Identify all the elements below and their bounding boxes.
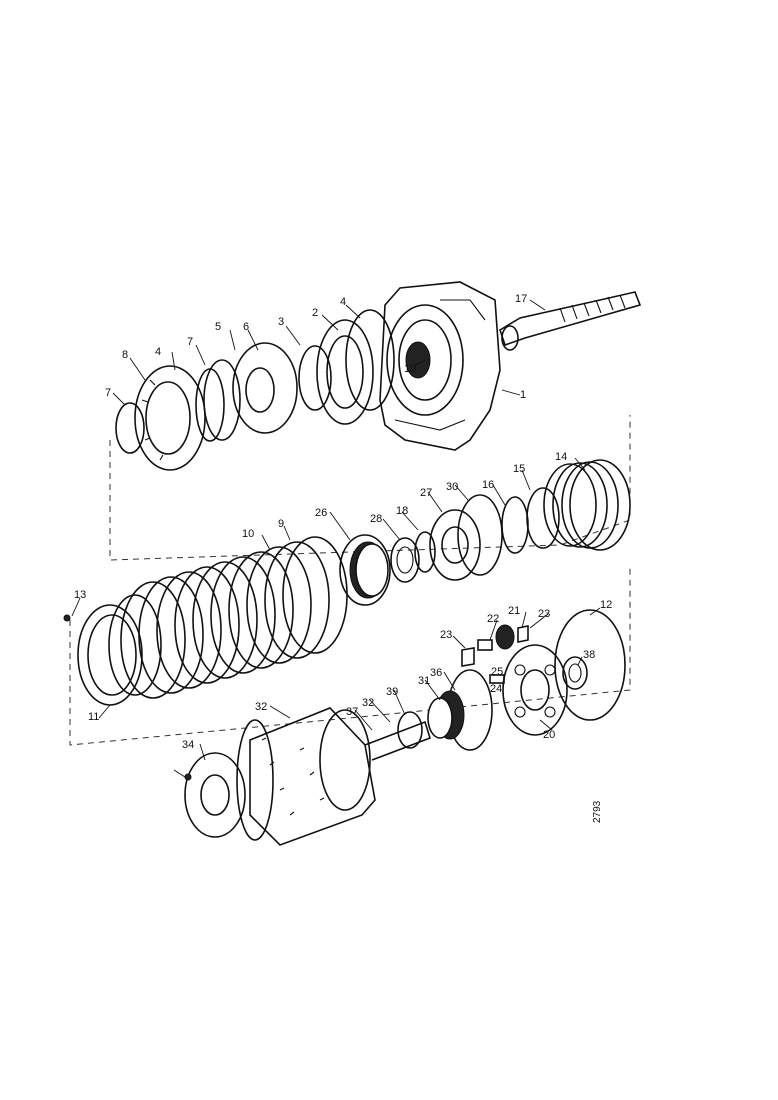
thrust-washer-34 — [184, 752, 246, 838]
callout-36: 36 — [430, 667, 442, 679]
callout-1: 1 — [520, 389, 526, 401]
gear-ring-26 — [339, 534, 391, 606]
clutch-rings-2-3 — [298, 319, 374, 425]
clutch-pack-14 — [543, 459, 631, 551]
callout-7b: 7 — [105, 387, 111, 399]
callout-25: 25 — [491, 666, 503, 678]
callout-5: 5 — [215, 321, 221, 333]
gear-housing — [379, 281, 501, 451]
middle-upper-parts — [339, 459, 631, 606]
callout-4b: 4 — [155, 346, 161, 358]
ring-4 — [345, 309, 395, 411]
callout-26: 26 — [315, 507, 327, 519]
ring-5 — [203, 359, 241, 441]
upper-group-frame — [109, 415, 631, 561]
callout-16: 16 — [482, 479, 494, 491]
callout-23a: 23 — [440, 629, 452, 641]
washer-23-left — [461, 647, 475, 667]
callout-37: 37 — [346, 706, 358, 718]
output-shaft — [499, 291, 642, 351]
lower-group-parts — [397, 609, 626, 751]
bearing-27 — [429, 509, 481, 581]
callout-9: 9 — [278, 518, 284, 530]
callout-4a: 4 — [340, 296, 346, 308]
piston-8 — [134, 365, 206, 471]
washer-23-right — [517, 625, 529, 643]
callout-21: 21 — [508, 605, 520, 617]
callout-32a: 32 — [255, 701, 267, 713]
disc-6 — [232, 342, 298, 434]
ring-38 — [562, 656, 588, 690]
callout-32b: 32 — [362, 697, 374, 709]
bearing-39 — [397, 711, 423, 749]
ring-7-inner — [195, 368, 225, 442]
callout-24: 24 — [490, 683, 502, 695]
sun-gear-31 — [427, 690, 465, 740]
callout-13: 13 — [74, 589, 86, 601]
callout-34: 34 — [182, 739, 194, 751]
bolt-13 — [63, 614, 71, 622]
callout-39: 39 — [386, 686, 398, 698]
callout-23b: 23 — [538, 608, 550, 620]
ring-16 — [501, 496, 529, 554]
top-row-parts — [115, 281, 642, 471]
callout-19: 19 — [404, 363, 416, 375]
clutch-drum-33 — [236, 707, 431, 846]
callout-30: 30 — [446, 481, 458, 493]
figure-reference: 2793 — [592, 800, 603, 823]
seal-ring-7 — [115, 402, 145, 454]
callout-38: 38 — [583, 649, 595, 661]
planet-carrier-20 — [502, 644, 568, 736]
callout-10: 10 — [242, 528, 254, 540]
callout-labels: 1 2 3 4 4 5 6 7 7 8 9 10 11 12 13 14 15 … — [74, 293, 612, 751]
callout-18a: 18 — [396, 505, 408, 517]
callout-2: 2 — [312, 307, 318, 319]
bolt-24 — [489, 674, 505, 684]
bolt-35 — [184, 773, 192, 781]
callout-20: 20 — [543, 729, 555, 741]
callout-15: 15 — [513, 463, 525, 475]
callout-11: 11 — [88, 711, 99, 723]
callout-31: 31 — [418, 675, 430, 687]
callout-3: 3 — [278, 316, 284, 328]
callout-7a: 7 — [187, 336, 193, 348]
callout-8: 8 — [122, 349, 128, 361]
disc-30 — [457, 494, 503, 576]
callout-28: 28 — [370, 513, 382, 525]
seal-ring-12 — [554, 609, 626, 721]
ring-18 — [414, 531, 436, 573]
clutch-disc-stack — [108, 536, 348, 699]
leader-lines — [71, 299, 601, 778]
callout-6: 6 — [243, 321, 249, 333]
callout-22: 22 — [487, 613, 499, 625]
pin-22 — [477, 639, 493, 651]
lower-group-frame — [69, 565, 631, 746]
bearing-29 — [390, 537, 420, 583]
callout-27: 27 — [420, 487, 432, 499]
planet-gear-21 — [495, 624, 515, 650]
callout-14: 14 — [555, 451, 567, 463]
callout-17: 17 — [515, 293, 527, 305]
callout-12: 12 — [600, 599, 612, 611]
group-frames — [69, 415, 631, 746]
